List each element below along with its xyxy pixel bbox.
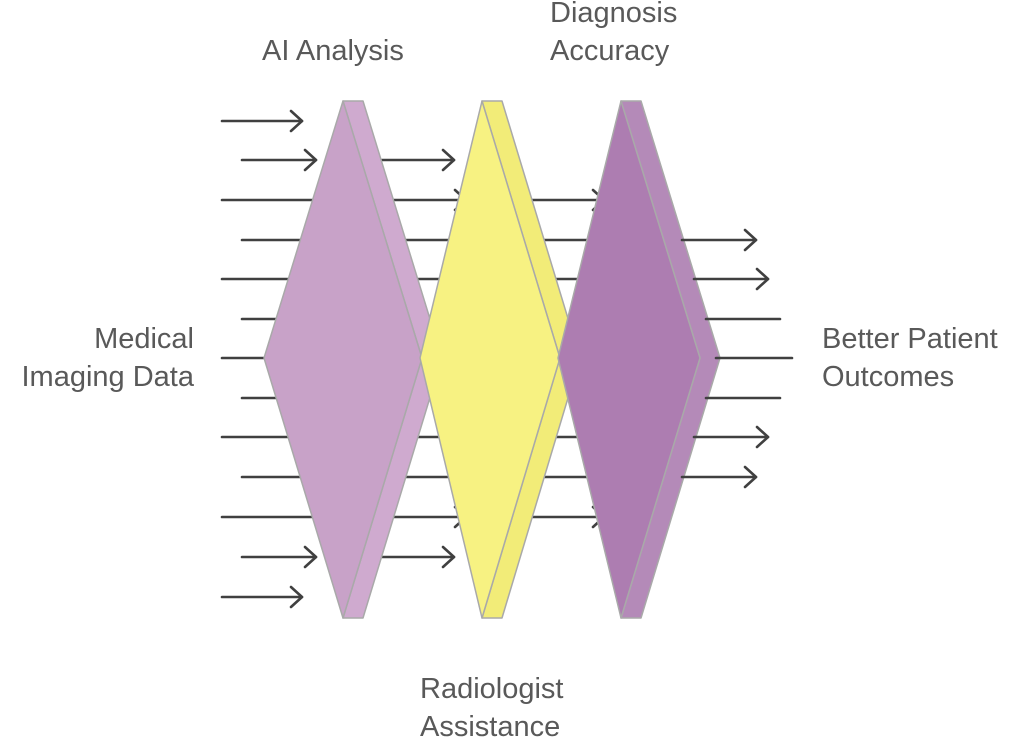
stage-radiologist-line2: Assistance [420,711,561,743]
output-label: Better Patient Outcomes [822,320,998,396]
output-arrow [692,425,770,449]
stage-diagnosis-line2: Accuracy [550,35,670,67]
input-arrow [240,545,318,569]
stage1-to-stage2-arrow [380,545,456,569]
input-arrow [220,109,304,133]
stage-ai-analysis-prism [263,100,443,619]
stage-ai-analysis-label: AI Analysis [262,32,404,70]
stage-radiologist-assistance-prism [419,100,581,619]
output-arrow [692,267,770,291]
input-label: Medical Imaging Data [22,320,195,396]
input-label-line1: Medical [94,323,194,355]
stage-ai-analysis-line1: AI Analysis [262,35,404,67]
output-arrow [680,228,758,252]
stage1-to-stage2-arrow [390,505,468,529]
stage-diagnosis-accuracy-prism [557,100,721,619]
stages [263,100,721,619]
input-arrow [240,148,318,172]
input-arrow [220,585,304,609]
stage1-to-stage2-arrow [390,188,468,212]
stage1-to-stage2-arrow [380,148,456,172]
stage2-to-stage3-arrow [528,188,606,212]
input-label-line2: Imaging Data [21,361,195,393]
output-label-line1: Better Patient [822,323,998,355]
stage-radiologist-line1: Radiologist [420,673,564,705]
stage2-to-stage3-arrow [528,505,606,529]
output-arrow [680,465,758,489]
stage-diagnosis-line1: Diagnosis [550,0,678,29]
output-label-line2: Outcomes [822,361,955,393]
stage-diagnosis-accuracy-label: Diagnosis Accuracy [550,0,677,70]
output-arrows [680,228,794,489]
stage-radiologist-assistance-label: Radiologist Assistance [420,670,563,746]
